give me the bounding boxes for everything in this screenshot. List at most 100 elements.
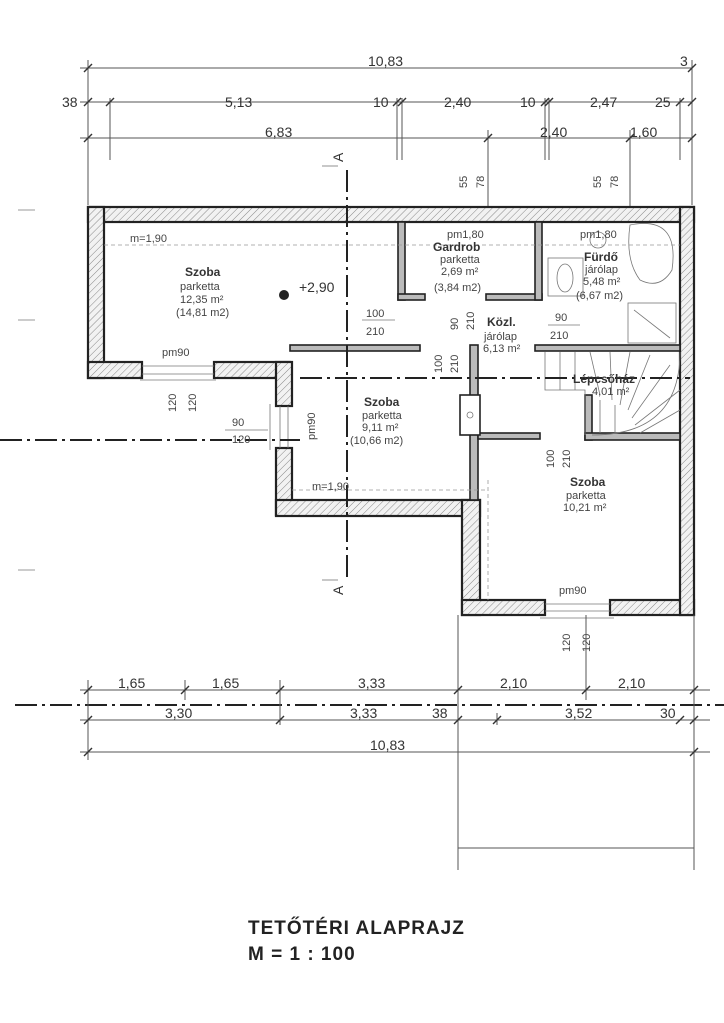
bottom-dimensions: 1,65 1,65 3,33 2,10 2,10 3,30 3,33 38 3,… (80, 615, 710, 870)
dim-label: 78 (475, 176, 487, 188)
window-openings (140, 365, 614, 619)
sink-icon (466, 411, 474, 419)
room-name: Lépcsőház (573, 372, 635, 386)
room-gross-area: (10,66 m2) (350, 435, 403, 447)
room-name: Közl. (487, 315, 516, 329)
level-value: +2,90 (299, 279, 335, 295)
room-area: 6,13 m² (483, 343, 521, 355)
interior-walls (289, 221, 681, 501)
height-note: pm1,80 (447, 229, 484, 241)
level-symbol-icon (279, 290, 289, 300)
height-note: m=1,90 (130, 233, 167, 245)
room-area: 2,69 m² (441, 266, 479, 278)
window-label: pm90 (162, 347, 190, 359)
window-label: pm90 (559, 585, 587, 597)
window-width: 120 (561, 634, 573, 652)
dim-label: 55 (458, 176, 470, 188)
room-area: 9,11 m² (362, 422, 399, 434)
dim-label: 55 (592, 176, 604, 188)
margin-ticks (18, 209, 35, 571)
room-gardrob: pm1,80 Gardrob parketta 2,69 m² (3,84 m2… (433, 229, 484, 294)
dim-total-top: 10,83 (368, 53, 403, 69)
dim-label: 10 (373, 94, 389, 110)
room-floor: járólap (483, 331, 517, 343)
height-note: m=1,90 (312, 481, 349, 493)
section-marker-bottom: A (330, 585, 346, 595)
dim-label: 25 (655, 94, 671, 110)
room-szoba-3: Szoba parketta 10,21 m² pm90 (559, 475, 607, 597)
dim-label: 2,10 (500, 675, 527, 691)
staircase-icon (544, 351, 681, 436)
dim-total-bottom: 10,83 (370, 737, 405, 753)
drawing-title: TETŐTÉRI ALAPRAJZ M = 1 : 100 (248, 917, 465, 965)
door-height: 210 (449, 355, 461, 373)
room-floor: parketta (180, 281, 221, 293)
room-floor: parketta (440, 254, 481, 266)
level-mark: +2,90 (279, 279, 335, 300)
dim-label: 78 (609, 176, 621, 188)
room-kozl: Közl. járólap 6,13 m² (483, 315, 521, 355)
dim-label: 3,33 (358, 675, 385, 691)
room-name: Gardrob (433, 240, 480, 254)
dim-label: 1,65 (212, 675, 239, 691)
exterior-walls (86, 205, 696, 617)
room-gross-area: (14,81 m2) (176, 307, 229, 319)
room-floor: járólap (584, 264, 618, 276)
room-lepcsohaz: Lépcsőház 4,01 m² (573, 372, 635, 398)
room-area: 10,21 m² (563, 502, 607, 514)
window-height: 120 (187, 394, 199, 412)
room-floor: parketta (362, 410, 403, 422)
dim-label: 10 (520, 94, 536, 110)
dim-label: 38 (432, 705, 448, 721)
dim-label: 5,13 (225, 94, 252, 110)
shower-tray-icon (627, 302, 677, 344)
door-width: 90 (555, 312, 567, 324)
opening-labels: 100 210 90 210 90 210 100 210 100 210 12… (167, 308, 593, 652)
dim-label: 2,10 (618, 675, 645, 691)
window-height: 120 (581, 634, 593, 652)
room-name: Szoba (185, 265, 221, 279)
room-gross-area: (3,84 m2) (434, 282, 481, 294)
room-szoba-2: Szoba parketta 9,11 m² (10,66 m2) m=1,90… (306, 395, 403, 493)
room-area: 12,35 m² (180, 294, 224, 306)
door-width: 100 (366, 308, 384, 320)
washbasin-icon (589, 231, 607, 249)
window-width: 120 (167, 394, 179, 412)
room-name: Szoba (570, 475, 606, 489)
door-height: 210 (465, 312, 477, 330)
room-furdo: pm1,80 Fürdő járólap 5,48 m² (6,67 m2) (576, 229, 623, 302)
fixtures (466, 223, 681, 436)
dim-label: 3,33 (350, 705, 377, 721)
dim-label: 3,30 (165, 705, 192, 721)
height-note: pm1,80 (580, 229, 617, 241)
window-width: 90 (232, 417, 244, 429)
door-height: 210 (366, 326, 384, 338)
dim-label: 2,40 (540, 124, 567, 140)
room-area: 4,01 m² (592, 386, 630, 398)
room-name: Szoba (364, 395, 400, 409)
room-szoba-1: m=1,90 Szoba parketta 12,35 m² (14,81 m2… (130, 233, 229, 359)
dim-label: 1,65 (118, 675, 145, 691)
dim-label: 30 (660, 705, 676, 721)
door-height: 210 (550, 330, 568, 342)
door-width: 100 (545, 450, 557, 468)
top-dimensions: 10,83 3 38 5,13 10 2,40 10 2,47 25 6,83 … (62, 53, 697, 210)
section-marker-top: A (330, 152, 346, 162)
room-gross-area: (6,67 m2) (576, 290, 623, 302)
window-height: 120 (232, 434, 250, 446)
ceiling-height-lines (104, 244, 680, 600)
dim-label: 2,47 (590, 94, 617, 110)
dim-label: 1,60 (630, 124, 657, 140)
title-text: TETŐTÉRI ALAPRAJZ (248, 917, 465, 939)
section-axes: A A (0, 152, 724, 706)
dim-label: 38 (62, 94, 78, 110)
toilet-tank-icon (547, 257, 584, 297)
dim-label: 6,83 (265, 124, 292, 140)
room-name: Fürdő (584, 250, 618, 264)
room-area: 5,48 m² (583, 276, 621, 288)
toilet-icon (556, 263, 574, 293)
dim-label: 3,52 (565, 705, 592, 721)
room-floor: parketta (566, 490, 607, 502)
door-width: 90 (449, 318, 461, 330)
